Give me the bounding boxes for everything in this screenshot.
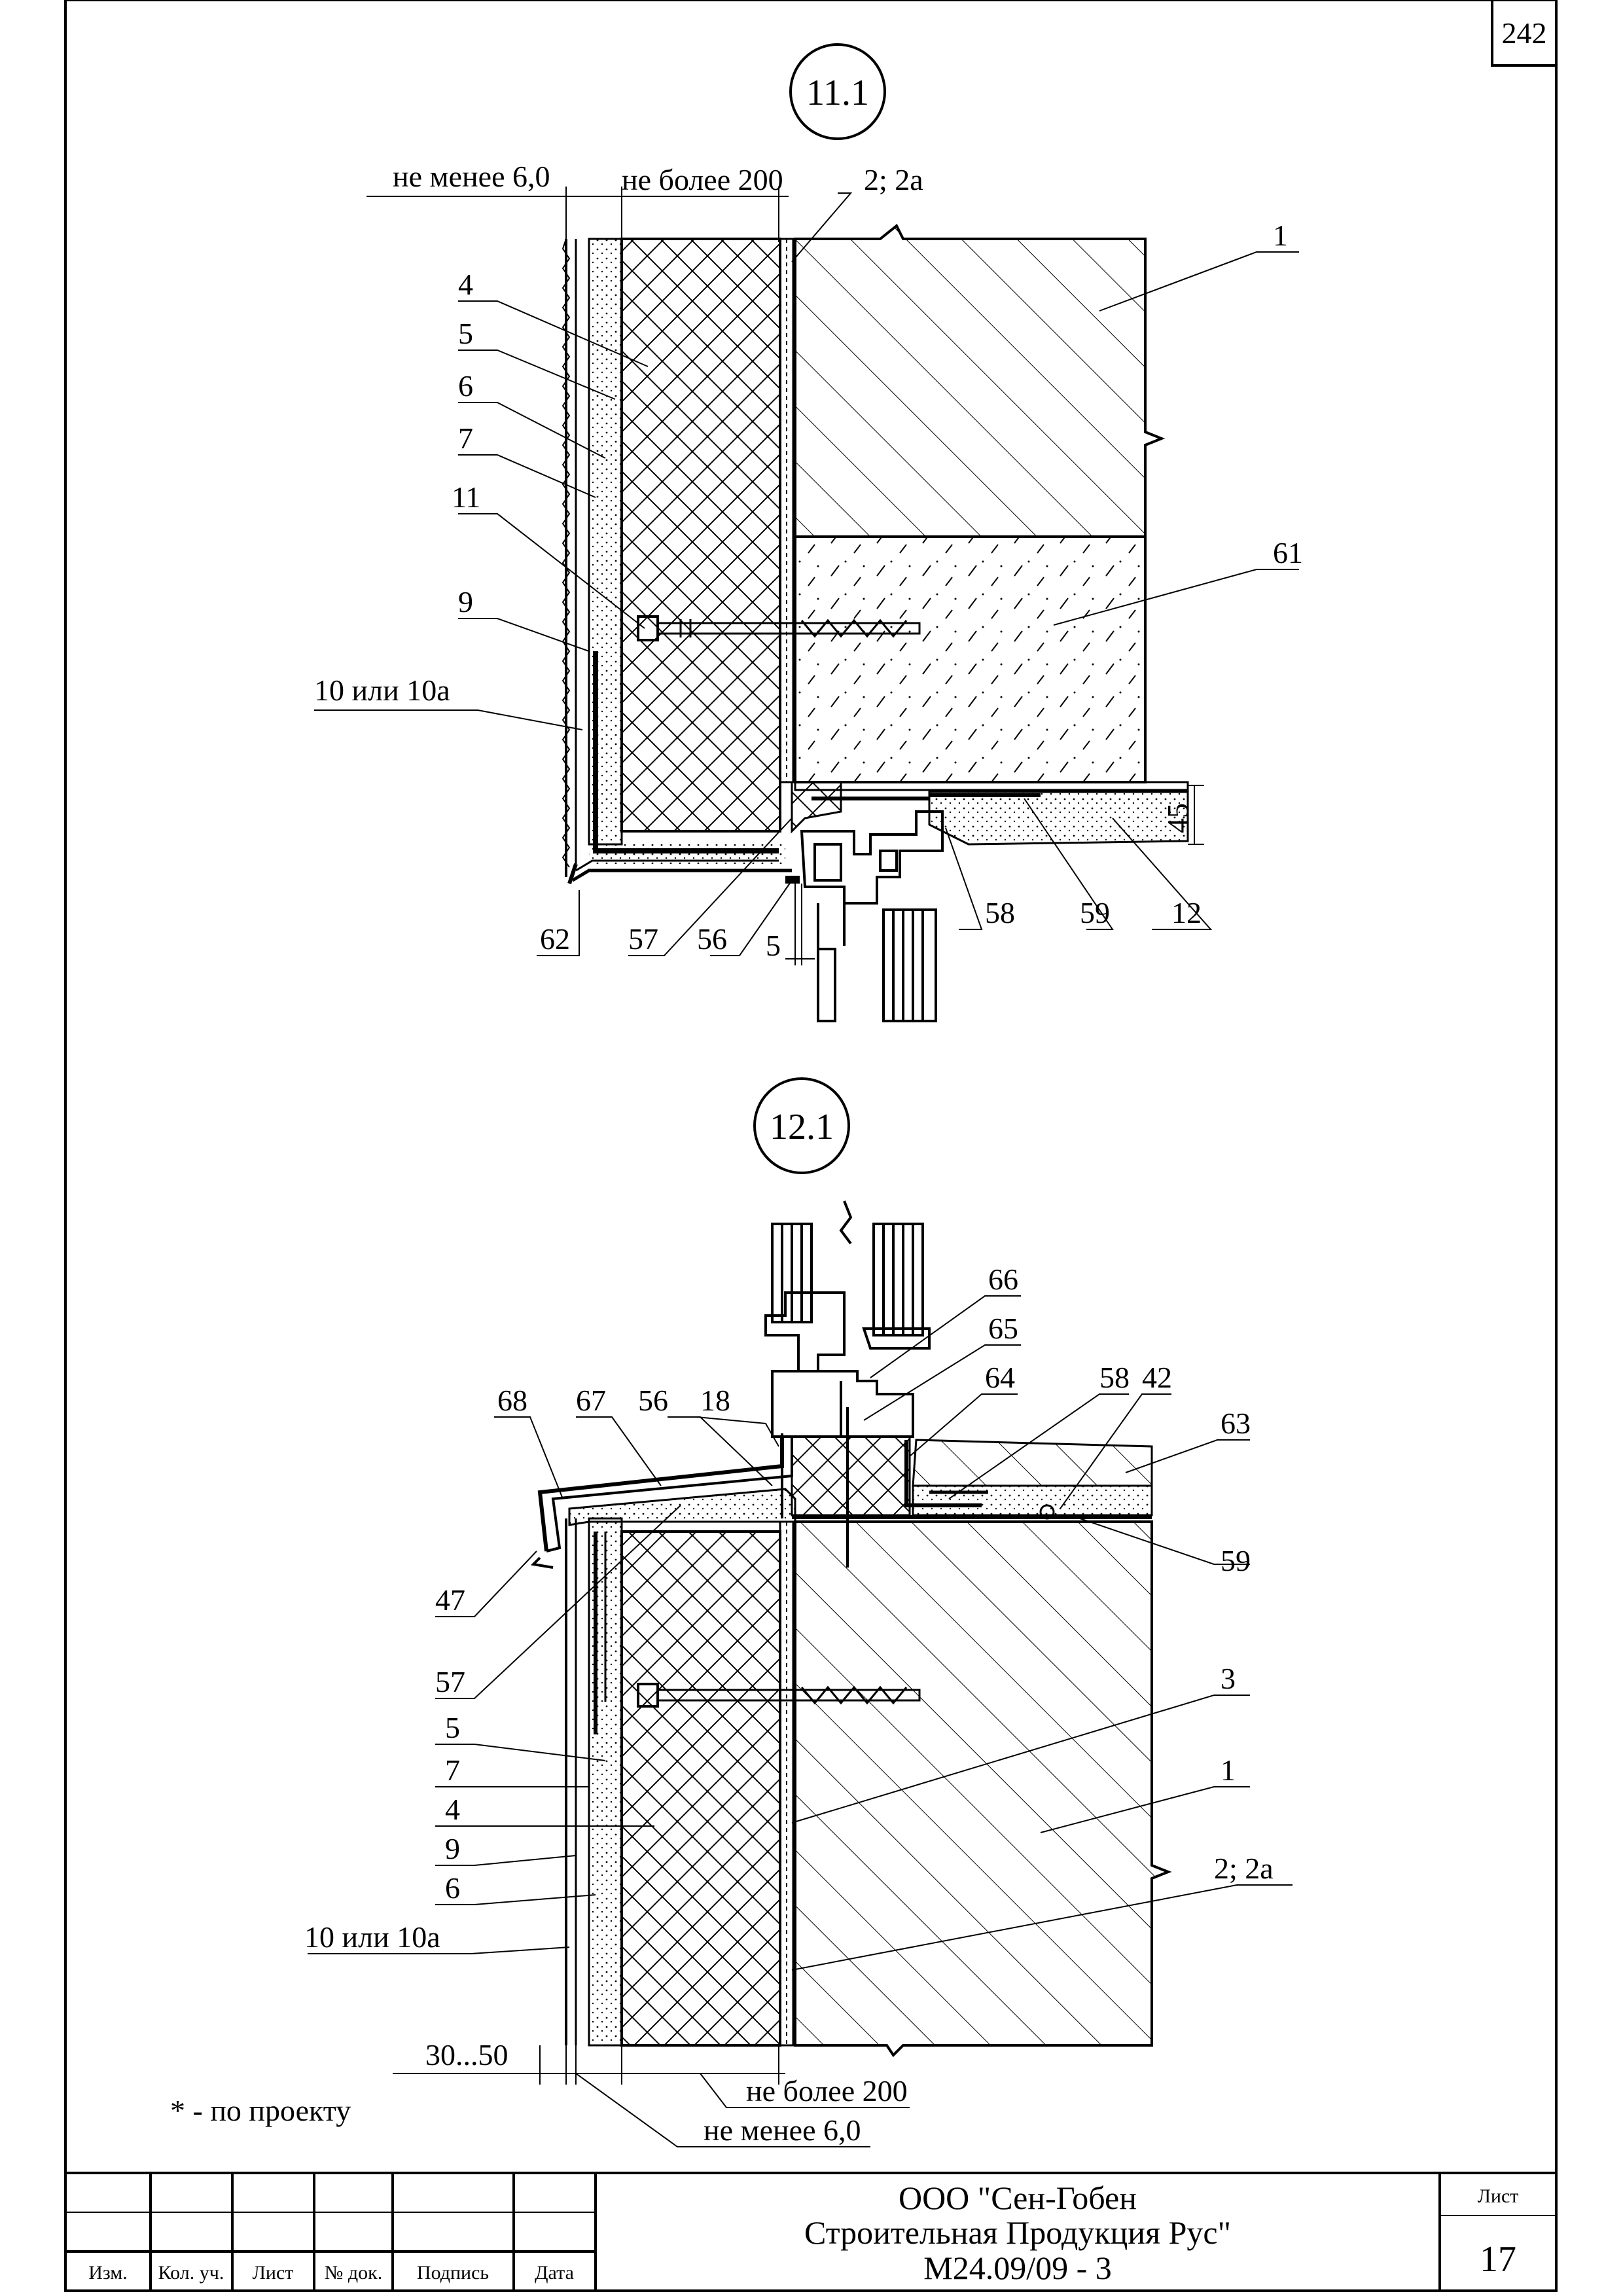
detail-id-12-1: 12.1 — [770, 1107, 834, 1147]
label-57: 57 — [628, 922, 658, 956]
label-5: 5 — [458, 317, 473, 350]
label-2-2a: 2; 2а — [864, 163, 923, 196]
label-47: 47 — [435, 1583, 465, 1617]
detail-id-11-1: 11.1 — [806, 73, 869, 113]
label-11: 11 — [452, 480, 480, 514]
label-1: 1 — [1273, 219, 1288, 252]
label-1-lower: 1 — [1221, 1753, 1236, 1787]
label-18: 18 — [700, 1384, 730, 1417]
label-3: 3 — [1221, 1662, 1236, 1695]
dim-bottom-right-12-1: не более 200 — [746, 2074, 908, 2108]
dim-height-11-1: 45 — [1161, 803, 1194, 833]
label-5-lower: 5 — [445, 1711, 460, 1744]
document-code: М24.09/09 - 3 — [923, 2250, 1112, 2286]
col-kol-uch: Кол. уч. — [158, 2262, 224, 2284]
dim-top-left-11-1: не менее 6,0 — [393, 160, 550, 193]
label-65: 65 — [988, 1312, 1018, 1345]
label-56-lower: 56 — [638, 1384, 668, 1417]
col-izm: Изм. — [88, 2262, 128, 2284]
anchor-dowel-lower — [637, 1683, 921, 1708]
project-note: * - по проекту — [170, 2094, 351, 2127]
label-7-lower: 7 — [445, 1753, 460, 1787]
dim-gap-11-1: 5 — [766, 929, 781, 962]
sheet-label: Лист — [1478, 2185, 1519, 2207]
label-67: 67 — [576, 1384, 606, 1417]
label-62: 62 — [540, 922, 570, 956]
label-4: 4 — [458, 268, 473, 301]
label-68: 68 — [497, 1384, 527, 1417]
title-block: Изм. Кол. уч. Лист № док. Подпись Дата О… — [65, 2172, 1556, 2291]
label-59-lower: 59 — [1221, 1544, 1251, 1577]
detail-11-1: 11.1 не менее 6,0 не более 200 — [314, 43, 1303, 1022]
col-podpis: Подпись — [417, 2262, 489, 2284]
dim-bottom-left-12-1: 30...50 — [425, 2038, 508, 2072]
label-58: 58 — [985, 896, 1015, 929]
insulation-board — [620, 238, 781, 833]
mounting-foam — [791, 1435, 911, 1516]
concrete-wall — [794, 223, 1166, 538]
inner-sill — [912, 1439, 1153, 1487]
label-10-lower: 10 или 10а — [304, 1920, 440, 1954]
label-66: 66 — [988, 1263, 1018, 1296]
company-line-1: ООО "Сен-Гобен — [899, 2179, 1137, 2216]
label-59: 59 — [1080, 896, 1110, 929]
company-line-2: Строительная Продукция Рус" — [804, 2214, 1231, 2251]
label-42: 42 — [1142, 1361, 1172, 1394]
col-no-dok: № док. — [325, 2262, 382, 2284]
label-61: 61 — [1273, 536, 1303, 569]
label-6-lower: 6 — [445, 1871, 460, 1905]
label-63: 63 — [1221, 1407, 1251, 1440]
label-9-lower: 9 — [445, 1832, 460, 1865]
col-data: Дата — [535, 2262, 574, 2284]
detail-marker-12-1 — [753, 1077, 850, 1174]
page-number-box — [1491, 0, 1558, 67]
label-56: 56 — [697, 922, 727, 956]
page-number: 242 — [1502, 16, 1547, 50]
label-57-lower: 57 — [435, 1665, 465, 1698]
dim-top-right-11-1: не более 200 — [622, 163, 783, 196]
label-9: 9 — [458, 585, 473, 619]
label-4-lower: 4 — [445, 1793, 460, 1826]
label-2-2a-lower: 2; 2а — [1214, 1852, 1274, 1885]
window-frame-profile — [800, 810, 944, 1022]
label-6: 6 — [458, 369, 473, 403]
detail-12-1: 12.1 — [304, 1077, 1293, 2147]
label-10: 10 или 10а — [314, 673, 450, 707]
sheet-number: 17 — [1480, 2239, 1516, 2280]
detail-marker-11-1 — [789, 43, 886, 140]
label-64: 64 — [985, 1361, 1015, 1394]
sheet-frame — [64, 0, 1558, 2292]
insulation-board-lower — [620, 1530, 781, 2047]
label-58-lower: 58 — [1099, 1361, 1130, 1394]
sill-board — [928, 791, 1189, 846]
col-list: Лист — [253, 2262, 294, 2284]
label-12: 12 — [1171, 896, 1202, 929]
concrete-wall-lower — [794, 1520, 1172, 2058]
anchor-dowel — [637, 615, 921, 641]
dim-bottom-min-12-1: не менее 6,0 — [704, 2113, 861, 2147]
label-7: 7 — [458, 422, 473, 455]
lintel-block — [794, 535, 1147, 783]
window-frame-upper — [764, 1200, 931, 1438]
